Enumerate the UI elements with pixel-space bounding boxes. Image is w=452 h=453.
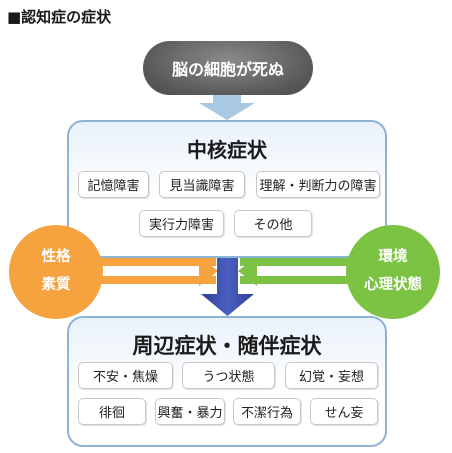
- core-to-peripheral-arrow: [201, 258, 254, 316]
- left-factor-arrow-band: [96, 258, 216, 266]
- peripheral-item: せん妄: [310, 398, 378, 425]
- peripheral-item: 徘徊: [78, 398, 146, 425]
- core-item: 記憶障害: [78, 171, 149, 198]
- environment-factor-label-2: 心理状態: [364, 277, 422, 293]
- core-item: 見当識障害: [159, 171, 245, 198]
- peripheral-item: 興奮・暴力: [155, 398, 225, 425]
- cause-ellipse: 脳の細胞が死ぬ: [143, 41, 313, 95]
- cause-to-core-arrow: [199, 95, 255, 120]
- personality-factor-circle: 性格 素質: [9, 225, 103, 319]
- environment-factor-label-1: 環境: [378, 249, 408, 266]
- core-symptoms-title: 中核症状: [187, 138, 267, 162]
- peripheral-item: 不潔行為: [233, 398, 301, 425]
- core-item: その他: [234, 210, 312, 237]
- right-factor-arrow-band-white: [256, 266, 356, 276]
- left-factor-arrow-band-2: [96, 276, 216, 284]
- left-factor-arrow-band-white: [96, 266, 216, 276]
- diagram-heading: ■認知症の症状: [7, 8, 112, 26]
- right-factor-arrow-band: [240, 258, 356, 266]
- peripheral-symptoms-title: 周辺症状・随伴症状: [132, 334, 322, 358]
- personality-factor-label-2: 素質: [41, 277, 71, 293]
- right-factor-arrow-head: [238, 256, 257, 286]
- personality-factor-label-1: 性格: [41, 249, 71, 266]
- peripheral-item: 不安・焦燥: [78, 362, 173, 389]
- left-factor-arrow-head: [199, 256, 218, 286]
- core-item: 実行力障害: [139, 210, 224, 237]
- core-item: 理解・判断力の障害: [256, 171, 380, 198]
- environment-factor-circle: 環境 心理状態: [346, 225, 440, 319]
- peripheral-item: うつ状態: [182, 362, 275, 389]
- peripheral-item: 幻覚・妄想: [285, 362, 378, 389]
- right-factor-arrow-band-2: [240, 276, 356, 284]
